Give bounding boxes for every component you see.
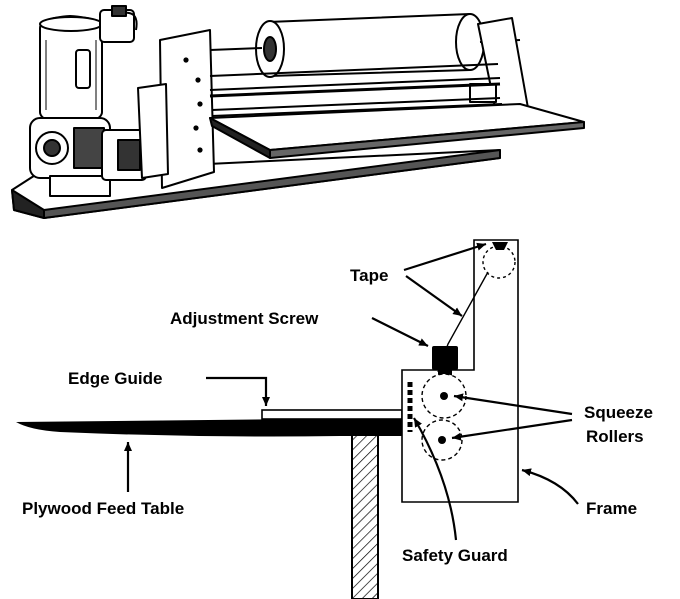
machine-illustration (11, 5, 585, 219)
label-tape: Tape (350, 266, 388, 285)
label-edge-guide: Edge Guide (68, 369, 162, 388)
cross-section (16, 239, 519, 599)
roller-shafts (209, 63, 503, 117)
squeeze-roller-lower (421, 419, 463, 461)
support-post (351, 433, 379, 599)
edge-guide-strip (261, 409, 403, 420)
safety-guard-arrow (413, 417, 458, 541)
tape-roll (209, 13, 521, 78)
adjustment-screw-part (432, 346, 458, 376)
feed-table-board (209, 103, 585, 159)
label-frame: Frame (586, 499, 637, 518)
edge-guide-arrow (206, 376, 270, 406)
labels: Tape Adjustment Screw Edge Guide Squeeze… (22, 266, 653, 565)
gearbox (29, 117, 147, 197)
left-frame-plate (137, 29, 215, 189)
label-plywood-feed-table: Plywood Feed Table (22, 499, 184, 518)
squeeze-rollers-arrow-2 (451, 418, 573, 441)
squeeze-roller-upper (421, 373, 467, 419)
leader-lines (124, 242, 579, 541)
plywood-feed-table-slab (16, 418, 404, 437)
label-squeeze-rollers-1: Squeeze (584, 403, 653, 422)
motor (39, 5, 138, 125)
label-adjustment-screw: Adjustment Screw (170, 309, 319, 328)
label-squeeze-rollers-2: Rollers (586, 427, 644, 446)
frame-arrow (521, 468, 579, 505)
tape-arrow-2 (405, 275, 463, 317)
frame-outline (401, 239, 519, 503)
squeeze-rollers-arrow-1 (453, 393, 573, 416)
adjustment-screw-arrow (371, 317, 429, 347)
label-safety-guard: Safety Guard (402, 546, 508, 565)
tape-arrow-1 (403, 242, 487, 272)
